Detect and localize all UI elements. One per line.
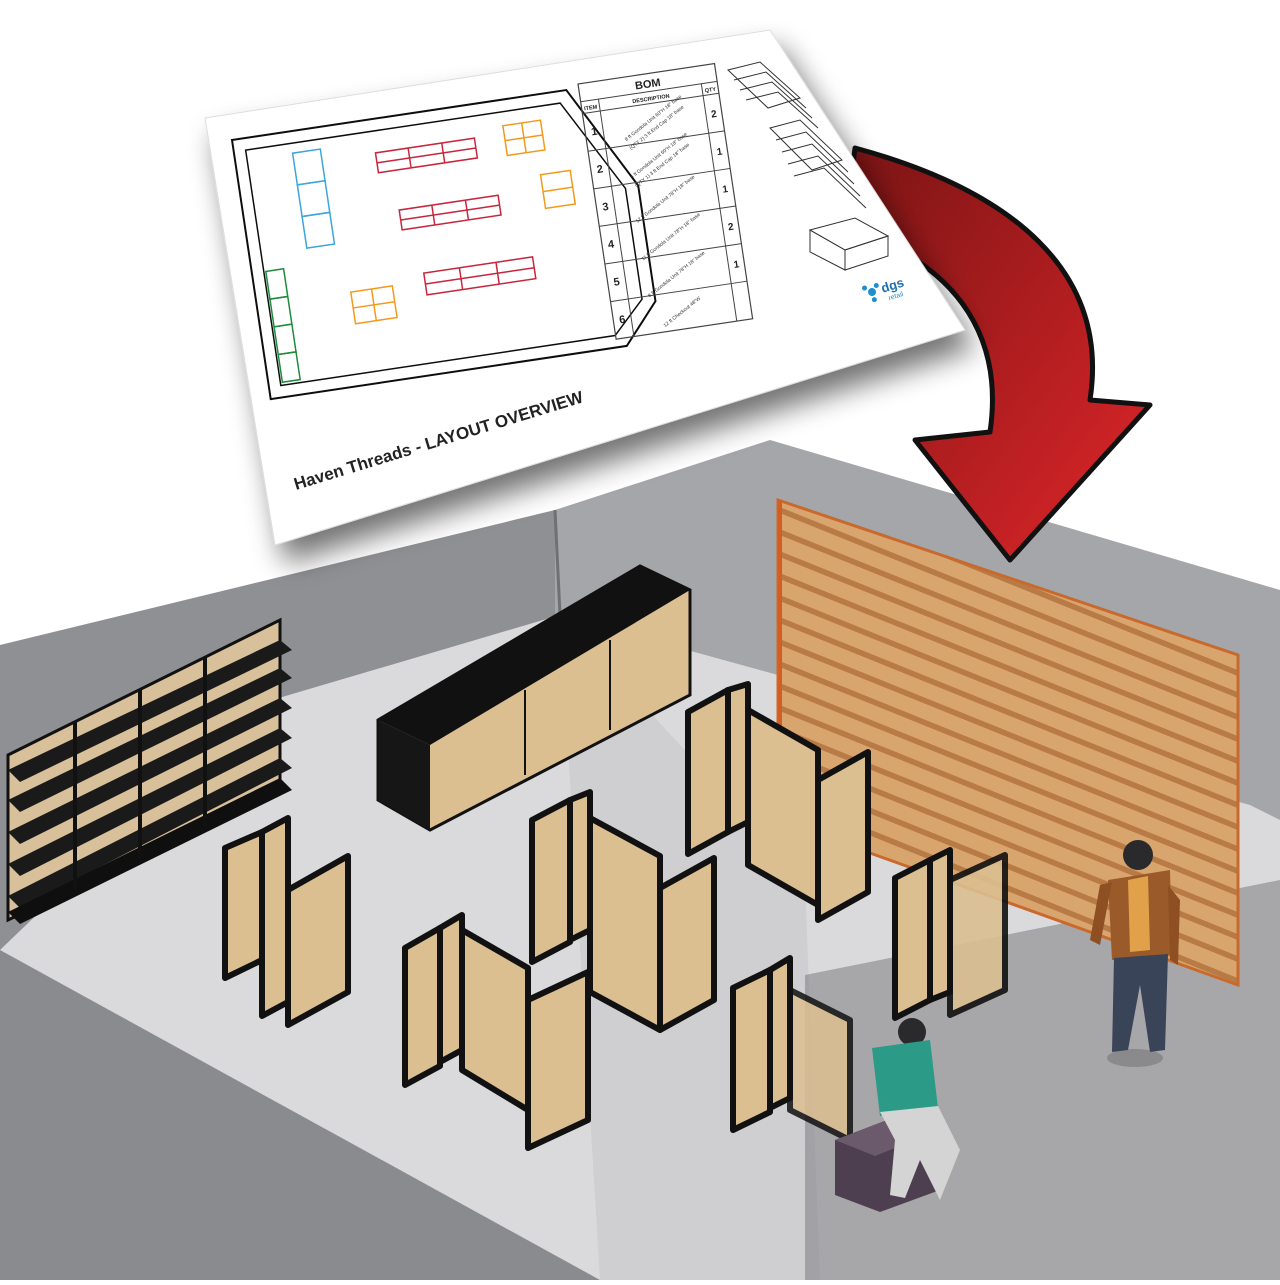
seated-mannequin <box>835 1018 960 1212</box>
front-wall-left <box>0 950 600 1280</box>
folding-display-3 <box>529 789 717 1033</box>
bom-col-qty: QTY <box>704 87 716 95</box>
bom-item-5: 5 <box>613 276 621 289</box>
bom-qty-4: 2 <box>727 222 735 234</box>
bom-item-2: 2 <box>596 163 604 176</box>
bom-qty-3: 1 <box>722 184 730 196</box>
bom-qty-5: 1 <box>733 259 741 271</box>
logo-subtext: retail <box>888 291 905 302</box>
logo-text: dgs <box>879 275 906 296</box>
floor-plan <box>230 88 657 401</box>
layout-sheet: Haven Threads - LAYOUT OVERVIEW BOM ITEM… <box>204 29 966 546</box>
bom-item-1: 1 <box>590 126 598 139</box>
wall-shelving-unit <box>6 617 292 924</box>
bom-qty-2: 1 <box>716 146 724 158</box>
sheet-paper <box>204 29 966 546</box>
folding-display-5 <box>730 955 853 1143</box>
bom-col-item: ITEM <box>584 104 598 112</box>
bom-item-3: 3 <box>602 201 610 214</box>
folding-display-1 <box>222 815 351 1028</box>
bom-item-6: 6 <box>618 314 626 327</box>
standing-mannequin <box>1090 840 1180 1067</box>
checkout-counter <box>376 564 692 832</box>
bom-qty-1: 2 <box>710 109 718 121</box>
dgs-logo-icon: dgs retail <box>862 275 906 302</box>
folding-display-6 <box>892 847 1008 1021</box>
curved-arrow-icon <box>842 145 1153 563</box>
bom-heading: BOM <box>634 77 661 93</box>
bom-col-description: DESCRIPTION <box>632 94 670 105</box>
folding-display-2 <box>402 912 591 1151</box>
folding-display-4 <box>685 681 871 923</box>
fixture-sketches <box>726 61 890 271</box>
bom-item-4: 4 <box>607 238 616 251</box>
